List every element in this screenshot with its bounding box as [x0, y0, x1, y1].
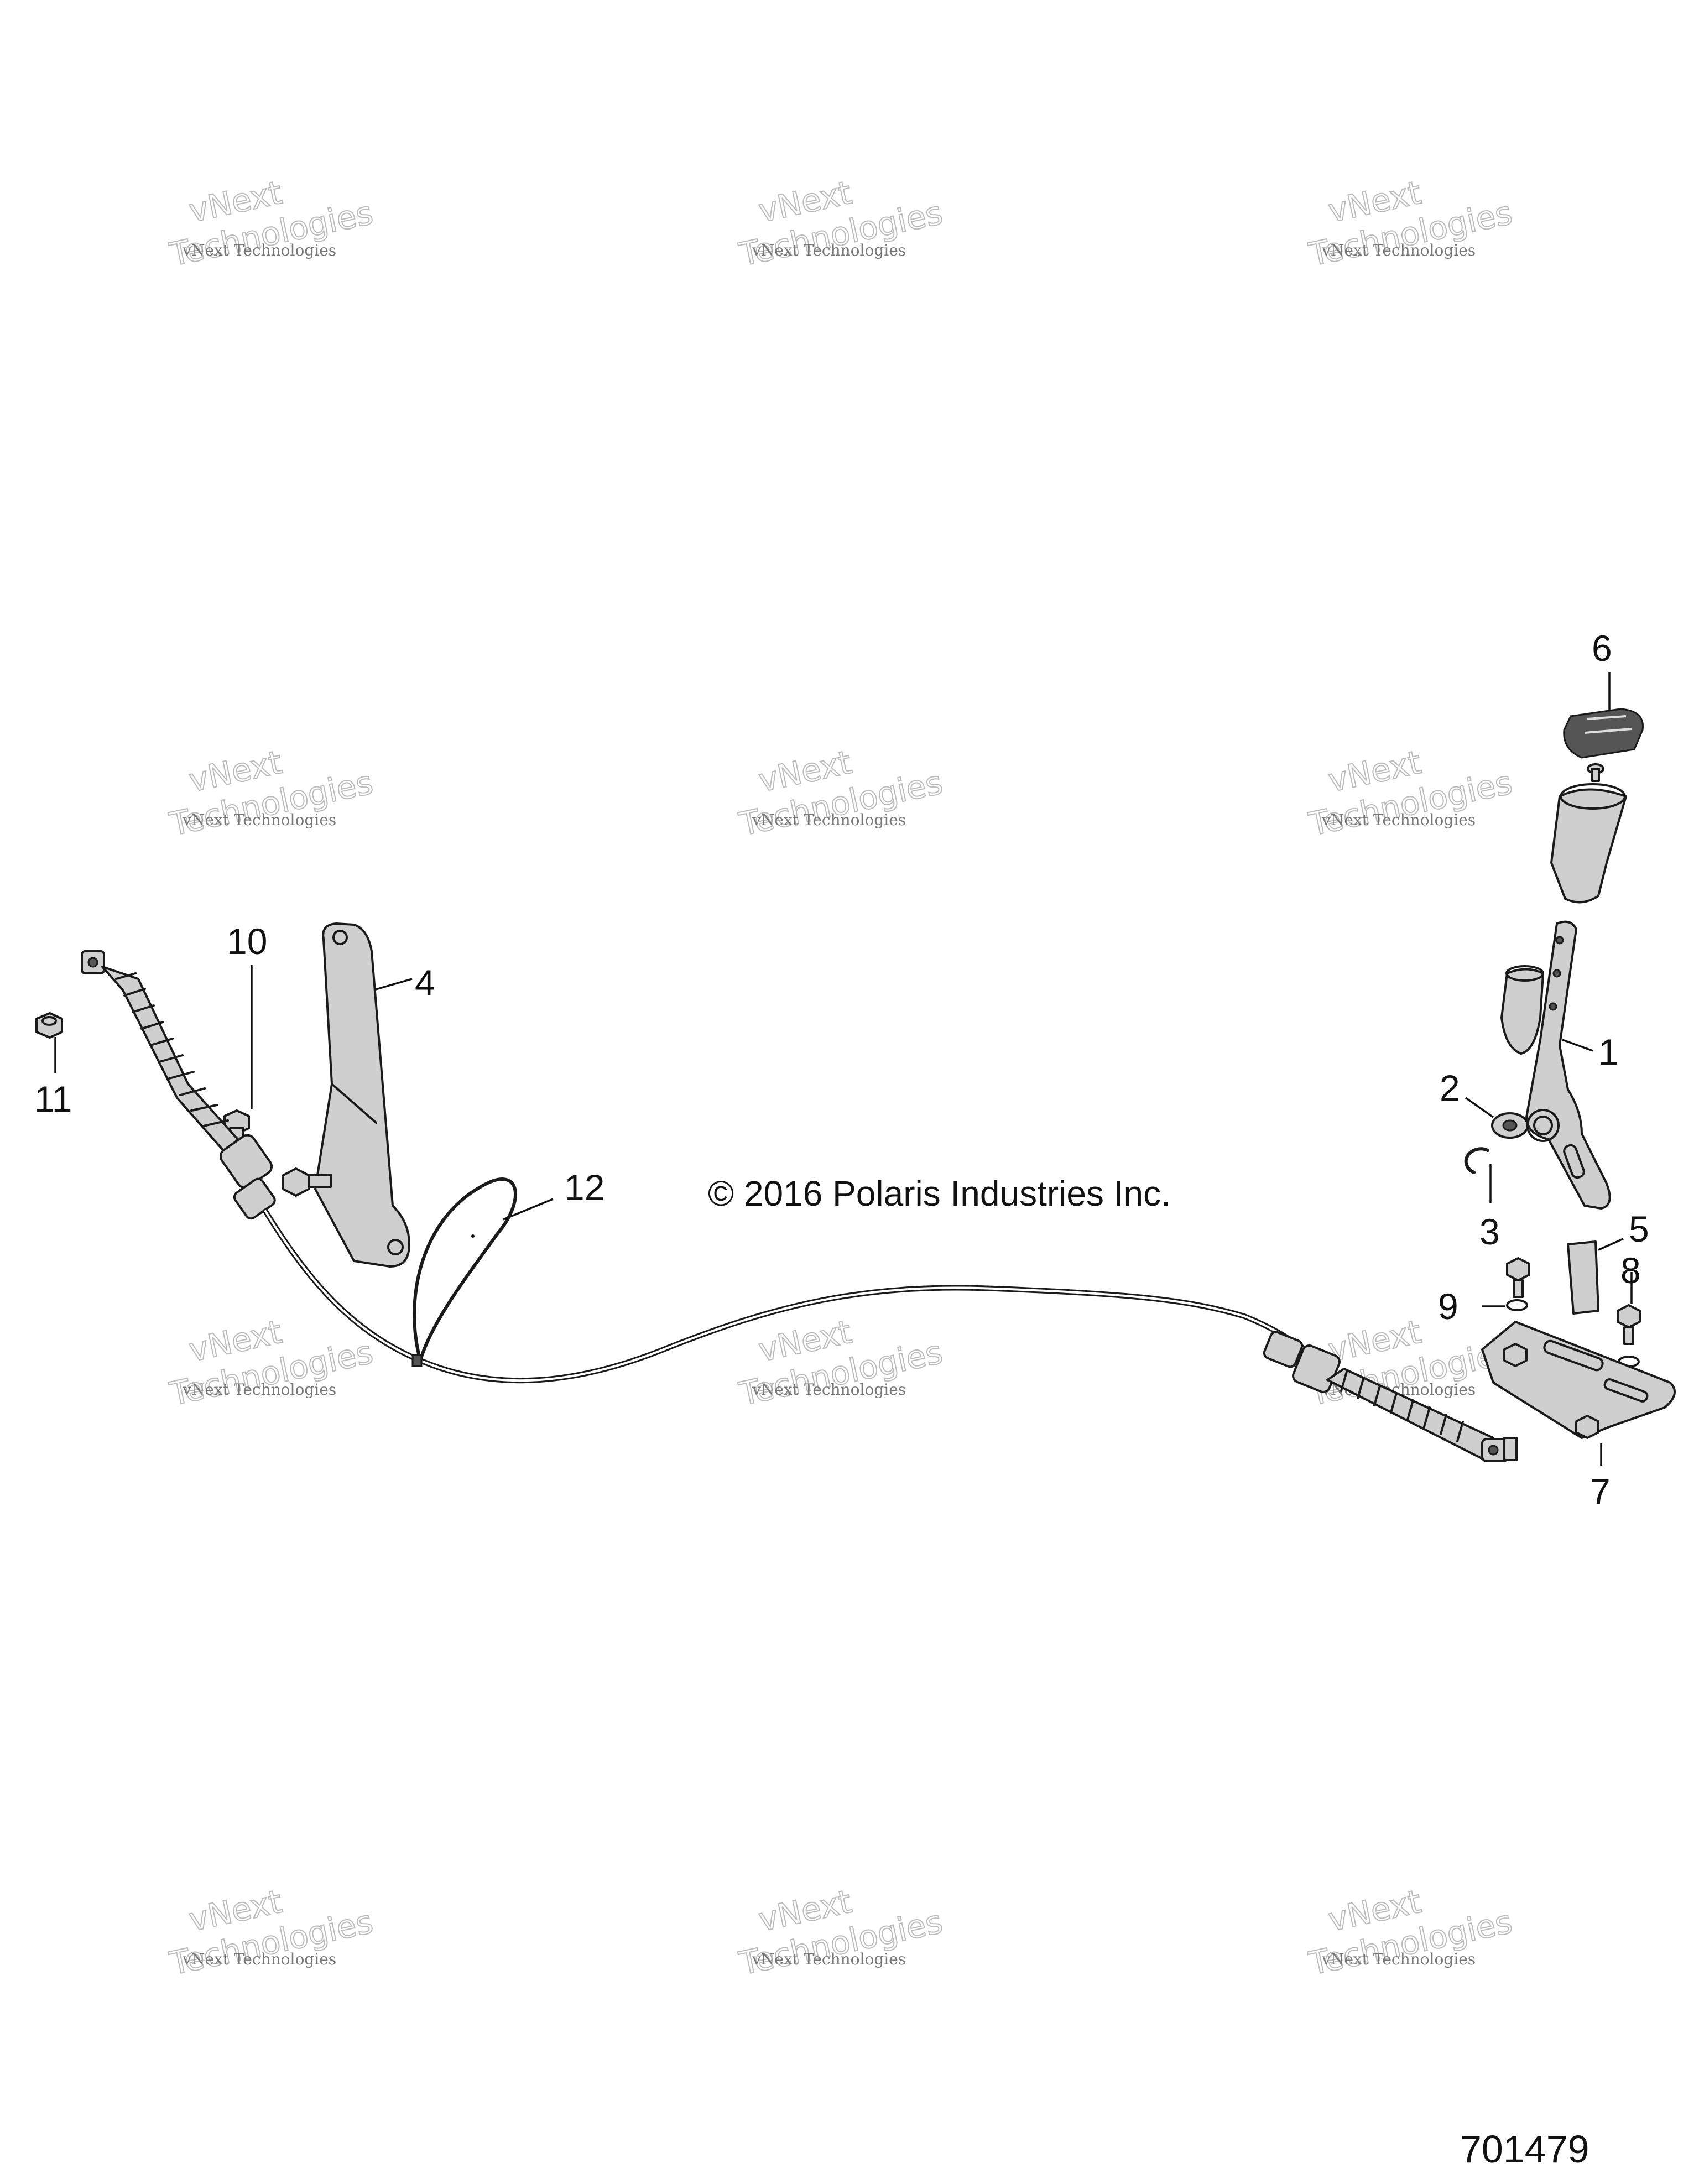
watermark: vNext Technologies vNext Technologies — [728, 726, 950, 863]
svg-text:vNext Technologies: vNext Technologies — [1321, 241, 1476, 259]
loop-center-dot — [471, 1234, 475, 1238]
figure-number: 701479 — [1460, 2128, 1589, 2171]
lever-grip-sleeve — [1502, 966, 1543, 1054]
callout-4: 4 — [415, 962, 435, 1003]
callout-2: 2 — [1440, 1067, 1460, 1108]
leader-4 — [374, 979, 412, 990]
svg-text:vNext Technologies: vNext Technologies — [752, 1380, 906, 1399]
leader-2 — [1466, 1098, 1493, 1117]
svg-text:vNext Technologies: vNext Technologies — [1321, 811, 1476, 829]
callout-5: 5 — [1629, 1208, 1649, 1249]
svg-text:vNext Technologies: vNext Technologies — [182, 241, 336, 259]
leader-1 — [1562, 1040, 1593, 1051]
part-6-knob-cap — [1564, 709, 1643, 758]
leader-5 — [1598, 1239, 1623, 1250]
callout-8: 8 — [1620, 1250, 1641, 1291]
callout-3: 3 — [1479, 1211, 1500, 1252]
svg-text:vNext Technologies: vNext Technologies — [752, 241, 906, 259]
watermark: vNext Technologies vNext Technologies — [158, 726, 381, 863]
callout-12: 12 — [564, 1167, 604, 1208]
watermark: vNext Technologies vNext Technologies — [1297, 726, 1520, 863]
part-5-pad — [1568, 1242, 1598, 1313]
svg-text:vNext Technologies: vNext Technologies — [182, 1380, 336, 1399]
copyright-notice: © 2016 Polaris Industries Inc. — [708, 1174, 1171, 1213]
callout-11: 11 — [34, 1078, 72, 1119]
svg-text:vNext Technologies: vNext Technologies — [752, 811, 906, 829]
part-11-nut — [37, 1013, 62, 1038]
watermark: vNext Technologies vNext Technologies — [728, 1865, 950, 2002]
svg-text:vNext Technologies: vNext Technologies — [182, 811, 336, 829]
knob-screw — [1588, 764, 1603, 781]
callout-10: 10 — [227, 921, 267, 962]
part-2-bushing — [1492, 1113, 1528, 1138]
svg-text:vNext Technologies: vNext Technologies — [1321, 1950, 1476, 1968]
part-3-retaining-ring — [1466, 1149, 1488, 1172]
svg-text:vNext Technologies: vNext Technologies — [182, 1950, 336, 1968]
watermark: vNext Technologies vNext Technologies — [1297, 1865, 1520, 2002]
svg-text:vNext Technologies: vNext Technologies — [752, 1950, 906, 1968]
watermark: vNext Technologies vNext Technologies — [158, 1865, 381, 2002]
watermark: vNext Technologies vNext Technologies — [158, 156, 381, 293]
part-1-shift-lever — [1526, 922, 1610, 1208]
callout-1: 1 — [1598, 1031, 1619, 1072]
callout-6: 6 — [1592, 628, 1612, 669]
part-4-bracket — [283, 924, 409, 1266]
callout-9: 9 — [1438, 1286, 1458, 1327]
watermark: vNext Technologies vNext Technologies — [1297, 156, 1520, 293]
shift-knob — [1551, 784, 1626, 902]
watermark: vNext Technologies vNext Technologies — [728, 156, 950, 293]
callout-7: 7 — [1590, 1471, 1611, 1512]
part-7-base-plate — [1482, 1322, 1675, 1438]
